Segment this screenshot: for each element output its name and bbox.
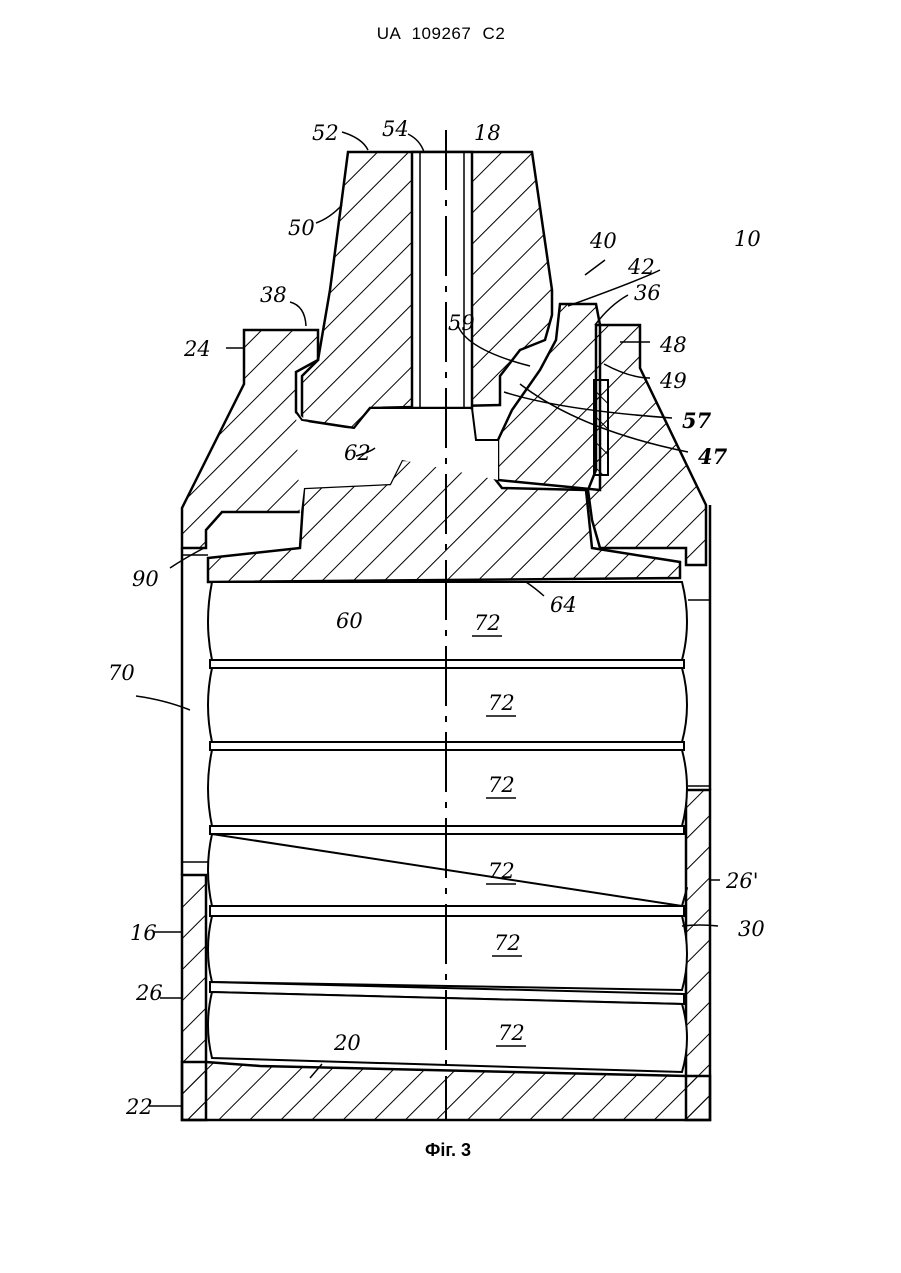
label-72-1: 72 [474,611,501,635]
label-42: 42 [627,255,655,279]
label-59: 59 [448,311,475,335]
label-72-5: 72 [494,931,521,955]
right-lower-wall [686,790,710,1120]
label-38: 38 [260,283,287,307]
label-36: 36 [634,281,661,305]
label-24: 24 [183,337,211,361]
label-22: 22 [125,1095,153,1119]
label-26-prime: 26' [725,869,759,893]
figure-caption: Фіг. 3 [0,1140,896,1161]
label-62: 62 [344,441,371,465]
label-18: 18 [474,121,501,145]
label-57: 57 [682,408,712,433]
label-70: 70 [108,661,135,685]
label-49: 49 [659,369,687,393]
label-72-3: 72 [488,773,515,797]
capsule-stack [208,582,687,1072]
label-30: 30 [738,917,765,941]
label-10: 10 [734,227,761,251]
label-90: 90 [132,567,159,591]
label-20: 20 [333,1031,361,1055]
label-26: 26 [135,981,163,1005]
label-16: 16 [130,921,157,945]
label-72-2: 72 [488,691,515,715]
label-72-6: 72 [498,1021,525,1045]
label-72-4: 72 [488,859,515,883]
label-52: 52 [312,121,339,145]
label-47: 47 [698,444,728,469]
label-60: 60 [336,609,363,633]
nozzle-bore [412,152,472,408]
label-54: 54 [382,117,409,141]
label-48: 48 [659,333,687,357]
label-50: 50 [288,216,315,240]
label-64: 64 [550,593,577,617]
label-40: 40 [589,229,617,253]
